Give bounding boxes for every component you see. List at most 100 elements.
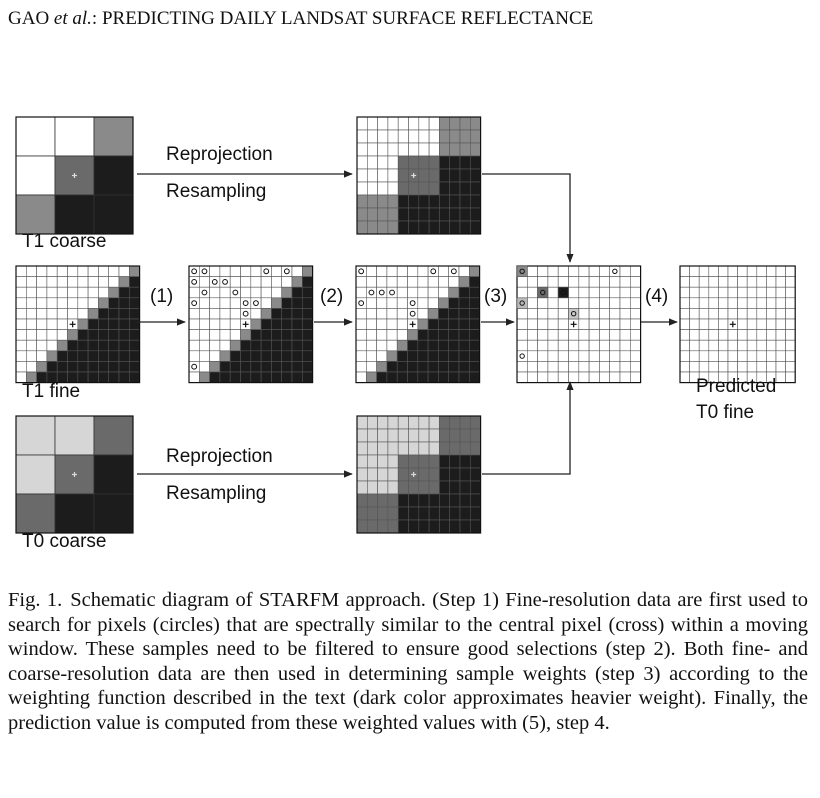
resampled-t1-coarse-cell xyxy=(449,220,461,235)
fine-t1-cell xyxy=(77,286,89,299)
step1-window-cell xyxy=(250,339,262,352)
step3-sample-circle xyxy=(519,353,525,359)
step2-window-cell xyxy=(365,276,377,288)
step3-weights-cell xyxy=(547,350,559,362)
step2-window-border xyxy=(355,265,481,384)
resampled-t1-coarse-cell xyxy=(418,207,430,222)
fine-t1-cell xyxy=(77,329,89,341)
fine-t1-cell xyxy=(87,329,99,341)
resampled-t0-coarse-cell xyxy=(428,454,440,469)
resampled-t0-coarse-cell xyxy=(387,428,399,443)
predicted-t0-fine-cell xyxy=(785,297,796,309)
fine-t1-cell xyxy=(67,265,79,277)
resampled-t1-coarse-cell xyxy=(387,220,399,235)
predicted-t0-fine-cell xyxy=(718,276,729,288)
step3-weights-cell xyxy=(537,329,549,341)
step2-window-cell xyxy=(448,339,460,352)
step2-window-cell xyxy=(376,308,388,320)
step3-weights-cell xyxy=(557,318,569,330)
fine-t1-cell xyxy=(108,371,120,383)
step1-window-cell xyxy=(250,265,262,277)
predicted-t0-fine-cell xyxy=(727,308,738,320)
step1-window-cell xyxy=(209,297,221,309)
fine-t1-cell xyxy=(118,350,130,362)
step3-weights-cell xyxy=(588,339,600,352)
predicted-t0-fine-cell xyxy=(785,308,796,320)
step3-weights-cell xyxy=(578,276,590,288)
fine-t1-cell xyxy=(108,318,120,330)
step3-weight-cell xyxy=(557,286,569,299)
step3-weight-cell xyxy=(516,297,528,309)
resampled-t1-coarse-cell xyxy=(439,129,450,144)
predicted-t0-fine-cell xyxy=(775,276,786,288)
predicted-t0-fine-cell xyxy=(708,318,719,330)
step1-window-cell xyxy=(271,350,282,362)
step1-window-cell xyxy=(240,350,252,362)
step1-window-cell xyxy=(271,276,282,288)
predicted-t0-fine-cell xyxy=(708,361,719,373)
fine-t1-cell xyxy=(25,308,37,320)
fine-t1-cell xyxy=(87,297,99,309)
step3-weights-cell xyxy=(599,276,611,288)
resampled-t0-coarse-cell xyxy=(439,519,450,534)
fine-t1-cell xyxy=(108,286,120,299)
predicted-t0-fine-cell xyxy=(727,297,738,309)
resampled-t1-coarse-cell xyxy=(397,155,409,170)
step1-window-cell xyxy=(199,297,210,309)
step3-weights-cell xyxy=(537,297,549,309)
resampled-t0-coarse-cell xyxy=(366,441,378,456)
resampled-t0-coarse-cell xyxy=(408,519,420,534)
step3-weights-cell xyxy=(619,339,631,352)
step1-window-cell xyxy=(271,297,282,309)
resampled-t1-coarse-cell xyxy=(418,194,430,209)
fine-t1-cell xyxy=(56,276,68,288)
predicted-t0-fine-cell xyxy=(775,286,786,299)
resampled-t0-coarse-cell xyxy=(439,480,450,495)
step1-window-cell xyxy=(291,308,303,320)
fine-t1-cell xyxy=(15,350,27,362)
predicted-t0-fine-cell xyxy=(708,350,719,362)
step3-weights-cell xyxy=(557,276,569,288)
step2-window-cell xyxy=(438,361,449,373)
resampled-t0-coarse-cell xyxy=(439,415,450,430)
step1-window-cell xyxy=(219,265,231,277)
resampled-t0-coarse-cell xyxy=(439,493,450,508)
step1-window-cell xyxy=(260,318,272,330)
step3-sample-circle xyxy=(560,289,567,296)
resampled-t1-coarse-cell xyxy=(377,142,389,157)
fine-t1-border xyxy=(15,265,141,384)
step3-weights-cell xyxy=(537,318,549,330)
fine-t1-cell xyxy=(108,308,120,320)
predicted-t0-fine-cell xyxy=(689,318,700,330)
step1-window-cell xyxy=(301,276,313,288)
resampled-t0-coarse-cell xyxy=(459,441,471,456)
resampled-t0-coarse-cell xyxy=(449,428,461,443)
fine-t1-cell xyxy=(67,329,79,341)
step2-window-cell xyxy=(448,286,460,299)
step1-window-cell xyxy=(240,329,252,341)
coarse-t1-cell xyxy=(93,155,134,196)
predicted-t0-fine-cell xyxy=(718,297,729,309)
step2-window-cell xyxy=(355,276,367,288)
step3-weights-cell xyxy=(547,371,559,383)
step3-weights-cell xyxy=(609,297,621,309)
resampled-t1-coarse-cell xyxy=(356,220,368,235)
step2-window-cell xyxy=(396,361,408,373)
step3-weights-cell xyxy=(578,318,590,330)
fine-t1-cell xyxy=(118,276,130,288)
step2-window-cell xyxy=(386,371,398,383)
predicted-t0-fine-cell xyxy=(679,308,690,320)
step2-window xyxy=(355,265,481,384)
fine-t1-cell xyxy=(25,318,37,330)
predicted-t0-fine-cell xyxy=(737,308,748,320)
predicted-t0-fine-cell xyxy=(785,361,796,373)
predicted-t0-fine-cell xyxy=(766,318,777,330)
step2-window-cell xyxy=(396,308,408,320)
step2-window-cell xyxy=(417,297,429,309)
fine-t1-cell xyxy=(77,361,89,373)
resampled-t1-coarse-cell xyxy=(366,194,378,209)
fine-t1-cell xyxy=(129,371,140,383)
step2-window-cell xyxy=(448,361,460,373)
resampled-t1-coarse-cell xyxy=(366,142,378,157)
step1-sample-circle xyxy=(253,300,259,307)
